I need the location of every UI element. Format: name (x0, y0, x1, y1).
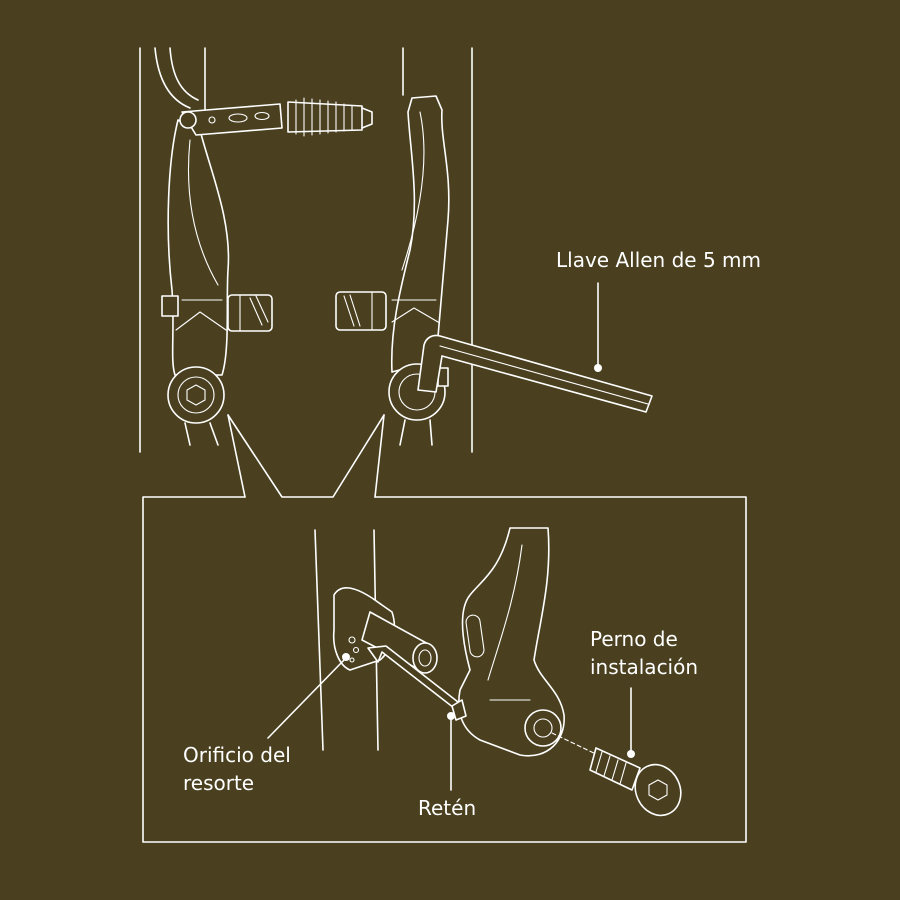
mounting-bolt (551, 732, 682, 817)
right-brake-shoe (335, 291, 387, 331)
mounting-bolt-label-line2: instalación (590, 655, 698, 679)
right-brake-arm (388, 95, 450, 446)
detail-brake-arm (451, 527, 565, 757)
retainer-callout: Retén (418, 712, 476, 820)
retainer-label: Retén (418, 796, 476, 820)
allen-wrench-callout: Llave Allen de 5 mm (556, 248, 761, 372)
left-brake-shoe (161, 294, 273, 332)
fork-legs (139, 47, 473, 453)
brake-cable (154, 47, 199, 109)
brake-boss (332, 587, 438, 674)
spring-hole-label-line2: resorte (183, 771, 254, 795)
spring-hole-label-line1: Orificio del (183, 743, 291, 767)
mounting-bolt-callout: Perno de instalación (590, 627, 698, 758)
zoom-lines (227, 414, 385, 498)
cable-boot (287, 97, 373, 137)
allen-wrench-label: Llave Allen de 5 mm (556, 248, 761, 272)
spring-hole-callout: Orificio del resorte (183, 653, 350, 795)
allen-wrench (417, 334, 653, 413)
top-brake-assembly: Llave Allen de 5 mm (139, 47, 761, 498)
mounting-bolt-label-line1: Perno de (590, 627, 678, 651)
detail-box: Perno de instalación Orificio del resort… (142, 496, 747, 843)
cable-noodle-link (179, 103, 283, 136)
left-brake-arm (167, 119, 230, 446)
